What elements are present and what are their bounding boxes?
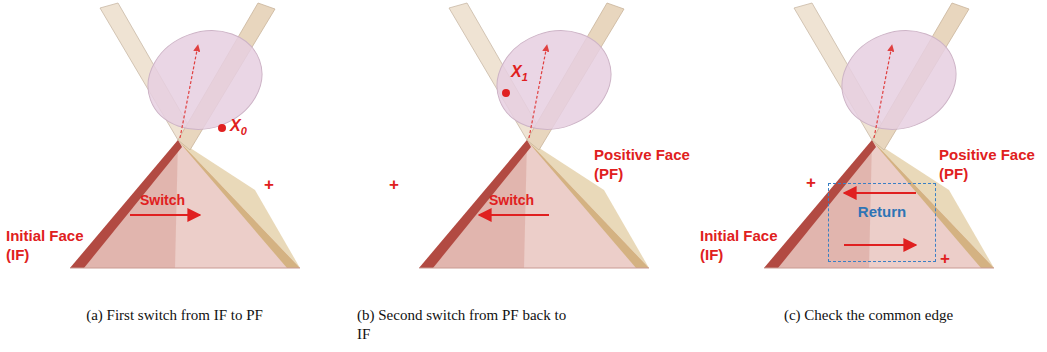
face-label: Positive Face (PF): [594, 145, 694, 183]
caption: (a) First switch from IF to PF: [0, 306, 349, 325]
faces-figure: [419, 3, 649, 268]
switch-arrow: [479, 214, 549, 216]
arrow-label: Switch: [489, 192, 534, 209]
arrow-label: Switch: [140, 192, 185, 209]
sign-label: +: [940, 250, 950, 268]
point-label: X1: [511, 62, 528, 87]
face-label: Positive Face (PF): [939, 145, 1039, 183]
faces-figure: [764, 3, 994, 268]
sign-label: +: [389, 176, 399, 194]
caption: (b) Second switch from PF back to IF: [357, 306, 569, 344]
face-label: Initial Face (IF): [700, 226, 792, 264]
sign-label: +: [806, 174, 816, 192]
dashed-box: Return: [828, 183, 936, 262]
point-dot: [502, 89, 510, 97]
face-label: Initial Face (IF): [6, 226, 98, 264]
return-arrow: [844, 192, 916, 194]
box-label: Return: [829, 203, 935, 221]
caption: (c) Check the common edge: [694, 306, 1043, 325]
return-arrow: [844, 244, 916, 246]
switch-arrow: [130, 214, 200, 216]
point-label: X0: [230, 116, 247, 141]
sign-label: +: [264, 176, 274, 194]
faces-figure: [70, 3, 300, 268]
point-dot: [218, 124, 226, 132]
